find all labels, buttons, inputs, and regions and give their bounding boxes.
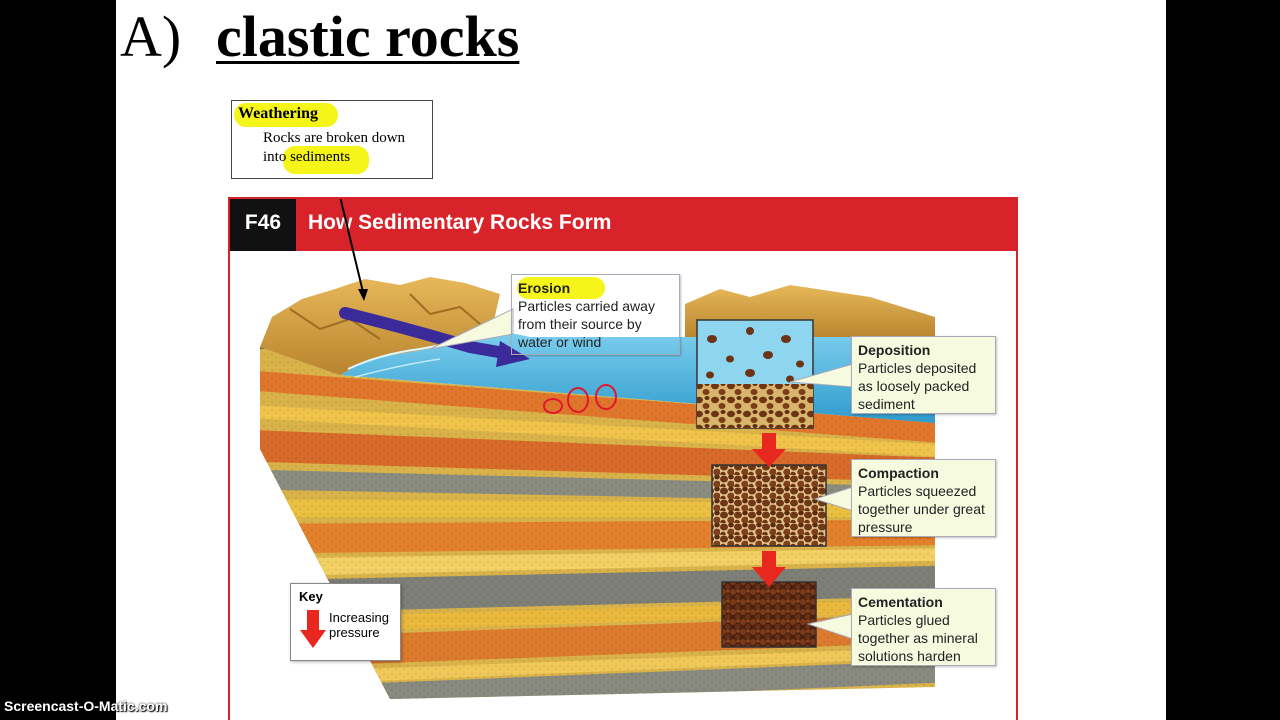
compaction-callout: Compaction Particles squeezed together u…: [851, 459, 996, 537]
deposition-detail: [696, 319, 814, 429]
pressure-arrow-1: [752, 433, 786, 467]
compaction-description: Particles squeezed together under great …: [858, 483, 985, 535]
erosion-description: Particles carried away from their source…: [518, 298, 655, 350]
deposition-callout: Deposition Particles deposited as loosel…: [851, 336, 996, 414]
slide-title: A) clastic rocks: [120, 4, 519, 70]
deposition-title: Deposition: [858, 342, 931, 358]
cementation-detail: [721, 581, 817, 648]
weathering-title-highlight: [234, 103, 338, 127]
cementation-title: Cementation: [858, 594, 943, 610]
figure-title: How Sedimentary Rocks Form: [308, 211, 612, 234]
down-arrow-icon: [300, 610, 326, 648]
compaction-detail: [711, 464, 827, 547]
erosion-arrow: [339, 307, 516, 360]
key-title: Key: [299, 589, 323, 604]
title-text: clastic rocks: [216, 4, 520, 69]
sediment-block-illustration: [260, 199, 935, 699]
weathering-description: Rocks are broken down into sediments: [263, 130, 406, 165]
key-legend: Key Increasing pressure: [290, 583, 401, 661]
cementation-description: Particles glued together as mineral solu…: [858, 612, 978, 664]
sediments-highlight: [283, 146, 369, 174]
weathering-callout: Weathering Rocks are broken down into se…: [231, 100, 433, 179]
deposition-description: Particles deposited as loosely packed se…: [858, 360, 977, 412]
cementation-callout: Cementation Particles glued together as …: [851, 588, 996, 666]
key-label: Increasing pressure: [329, 610, 389, 640]
pressure-arrow-2: [752, 551, 786, 587]
erosion-callout: Erosion Particles carried away from thei…: [511, 274, 680, 355]
compaction-title: Compaction: [858, 465, 939, 481]
title-letter: A): [120, 4, 182, 69]
slide: A) clastic rocks Weathering Rocks are bro…: [116, 0, 1166, 720]
figure-panel: F46 How Sedimentary Rocks Form: [228, 197, 1018, 720]
screencast-watermark: Screencast-O-Matic.com: [4, 698, 168, 714]
weathering-title: Weathering: [238, 105, 318, 122]
figure-banner: F46 How Sedimentary Rocks Form: [230, 199, 1016, 251]
erosion-title: Erosion: [518, 280, 571, 296]
figure-number: F46: [230, 199, 296, 251]
weathering-pointer: [339, 199, 364, 293]
